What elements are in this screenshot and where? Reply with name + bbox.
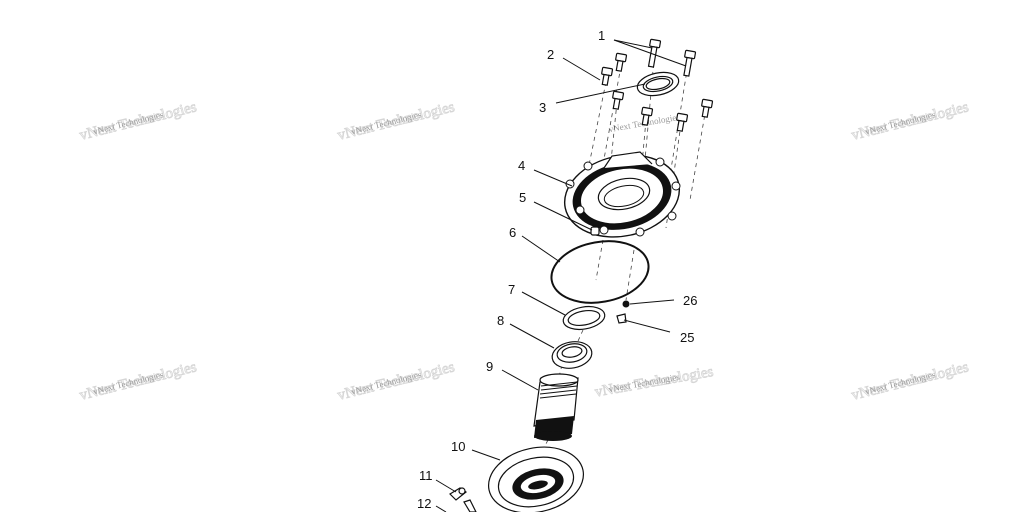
leader-lines	[435, 39, 687, 512]
housing-part-4	[563, 151, 681, 238]
callout-12: 12	[417, 496, 431, 511]
ring-part-7	[562, 305, 606, 331]
callout-7: 7	[508, 282, 515, 297]
pin-part-12	[463, 499, 477, 512]
fitting-part-26	[622, 300, 630, 308]
callout-4: 4	[518, 158, 525, 173]
bolt-icon	[676, 112, 689, 132]
bolt-icon	[641, 106, 654, 126]
bearing-part-8	[551, 341, 593, 369]
drum-part-10	[487, 446, 585, 512]
bolts-top	[601, 38, 714, 132]
callout-6: 6	[509, 225, 516, 240]
shaft-part-9	[533, 373, 579, 441]
callout-3: 3	[539, 100, 546, 115]
callout-26: 26	[683, 293, 697, 308]
clip-part-11	[449, 487, 468, 501]
callout-8: 8	[497, 313, 504, 328]
bolt-icon	[647, 38, 662, 68]
seal-part-3	[636, 71, 680, 97]
bolt-icon	[615, 52, 628, 72]
callout-11: 11	[419, 468, 433, 483]
callout-9: 9	[486, 359, 493, 374]
fitting-part-25	[616, 313, 627, 324]
callout-1: 1	[598, 28, 605, 43]
callout-5: 5	[519, 190, 526, 205]
bolt-icon	[701, 98, 714, 118]
callout-labels: 1 2 3 4 5 6 7 8 9 10 11 12 25 26	[417, 28, 697, 511]
callout-25: 25	[680, 330, 694, 345]
bolt-icon	[601, 66, 614, 86]
plug-part-5	[590, 226, 600, 236]
callout-10: 10	[451, 439, 465, 454]
callout-2: 2	[547, 47, 554, 62]
bolt-icon	[612, 90, 625, 110]
watermark-layer: vNext Technologies vNext Technologies vN…	[78, 99, 971, 404]
bolt-icon	[683, 49, 697, 77]
o-ring-part-6	[550, 240, 650, 304]
